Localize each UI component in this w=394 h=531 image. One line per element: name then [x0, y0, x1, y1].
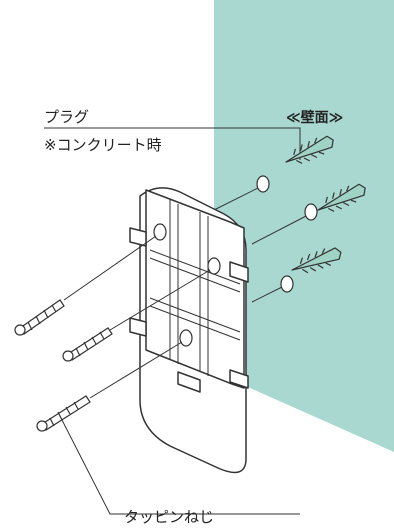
wall-hole	[256, 175, 270, 193]
wall-hole	[280, 275, 294, 293]
plug-leader-line	[44, 127, 301, 160]
wall-hole	[304, 203, 318, 221]
wall-anchor	[285, 135, 334, 164]
screw-leader-line	[61, 419, 300, 515]
concrete-note-label: ※コンクリート時	[44, 136, 162, 154]
wall-label: ≪壁面≫	[286, 110, 344, 126]
wall-anchor	[317, 183, 366, 212]
tapping-screws	[14, 235, 211, 432]
plug-label: プラグ	[44, 108, 90, 126]
mounting-plate	[129, 187, 249, 474]
tapping-screw	[36, 341, 183, 432]
wall-surface	[214, 0, 394, 452]
tapping-screw	[14, 235, 157, 336]
wall-anchors	[256, 135, 366, 293]
tapping-screw	[62, 269, 211, 362]
screw-label: タッピンねじ	[124, 508, 215, 526]
wall-anchor	[291, 247, 342, 274]
